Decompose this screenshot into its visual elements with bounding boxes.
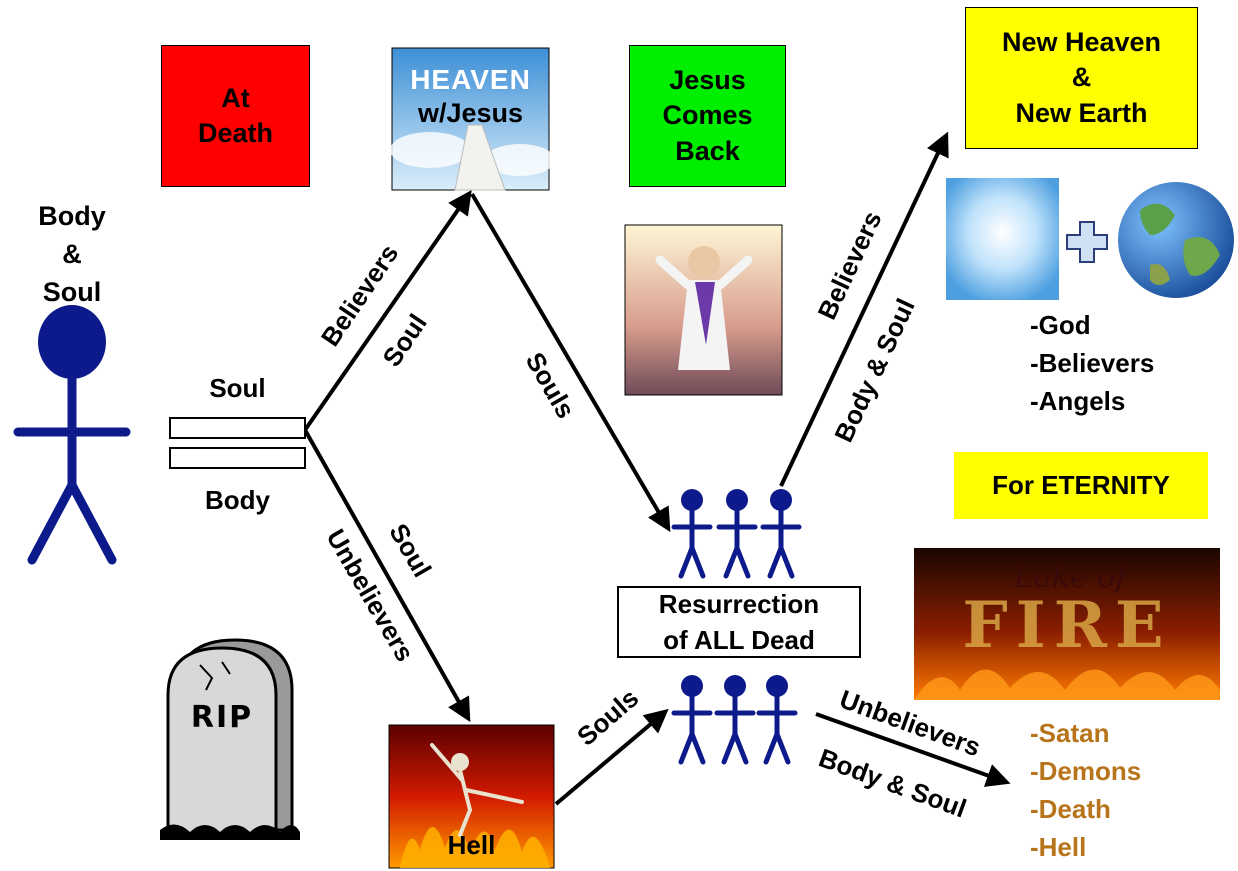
for-eternity-box: For ETERNITY xyxy=(954,452,1208,519)
heaven-caption: w/Jesus xyxy=(417,98,524,128)
heaven-member: -God xyxy=(1030,310,1091,340)
arrow-heaven-to-resurrection xyxy=(470,192,671,533)
body-label: Body xyxy=(205,485,270,515)
jesus-comes-back-box: Jesus Comes Back xyxy=(629,45,786,187)
body-soul-title: Body & Soul xyxy=(38,201,106,307)
arrow-hell-to-resurrection xyxy=(554,708,669,806)
resurrected-people-top-icon xyxy=(671,489,802,579)
heaven-members-list: -God -Believers -Angels xyxy=(1030,306,1154,420)
arrow-to-new-heaven xyxy=(779,131,949,487)
hell-image xyxy=(388,724,555,869)
resurrected-people-bottom-icon xyxy=(671,675,798,765)
hell-caption: Hell xyxy=(447,830,496,860)
plus-icon xyxy=(1066,221,1108,263)
arrow-to-hell xyxy=(303,429,471,723)
lake-member: -Demons xyxy=(1030,756,1142,786)
tombstone-icon xyxy=(160,638,300,840)
lake-member: -Death xyxy=(1030,794,1111,824)
lake-members-list: -Satan -Demons -Death -Hell xyxy=(1030,714,1141,866)
earth-icon xyxy=(1118,182,1234,298)
heaven-picture-word: HEAVEN xyxy=(410,64,531,95)
soul-bar xyxy=(169,417,306,439)
heaven-image xyxy=(390,47,555,191)
arrow-to-lake-of-fire xyxy=(815,712,1011,787)
jesus-image xyxy=(624,224,783,396)
lake-of-fire-image xyxy=(914,548,1220,700)
arrow-to-heaven xyxy=(303,190,472,432)
soul-label: Soul xyxy=(209,373,266,403)
heaven-member: -Angels xyxy=(1030,386,1126,416)
sun-image xyxy=(946,178,1059,300)
at-death-box: At Death xyxy=(161,45,310,187)
lake-of-fire-word1: Lake of xyxy=(1013,560,1127,595)
body-bar xyxy=(169,447,306,469)
person-icon xyxy=(13,305,131,565)
new-heaven-earth-box: New Heaven & New Earth xyxy=(965,7,1198,149)
resurrection-box: Resurrection of ALL Dead xyxy=(617,586,861,658)
lake-of-fire-word2: FIRE xyxy=(962,588,1172,663)
lake-member: -Hell xyxy=(1030,832,1087,862)
lake-member: -Satan xyxy=(1030,718,1110,748)
rip-text: RIP xyxy=(190,700,254,735)
heaven-member: -Believers xyxy=(1030,348,1155,378)
